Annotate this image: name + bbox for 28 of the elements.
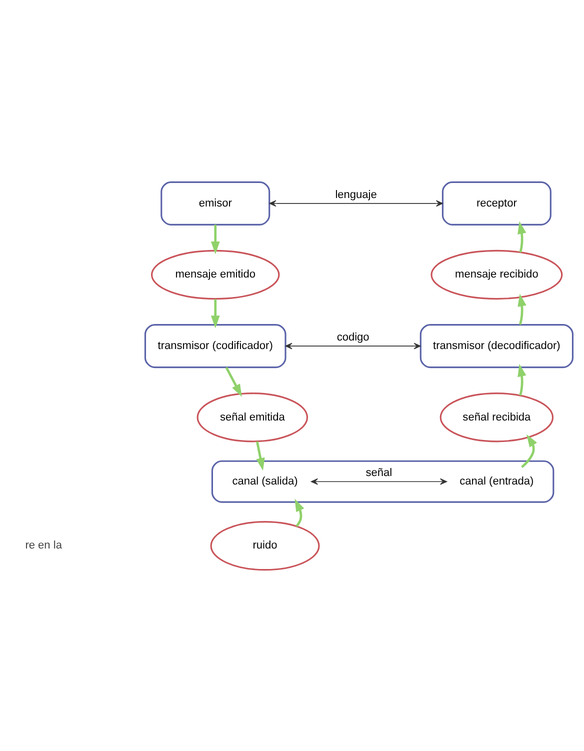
arrow — [285, 342, 421, 349]
node-box: transmisor (decodificador) — [420, 324, 574, 368]
node-ellipse: mensaje emitido — [150, 249, 280, 300]
arrow — [269, 200, 443, 206]
node-ellipse: mensaje recibido — [430, 249, 563, 300]
node-box: emisor — [160, 180, 270, 225]
node-ellipse: ruido — [210, 520, 320, 570]
arrow — [521, 434, 538, 468]
arrow — [310, 478, 448, 484]
arrow — [256, 440, 265, 470]
node-box: receptor — [442, 180, 552, 225]
node-box: transmisor (codificador) — [144, 324, 286, 368]
edge-label: lenguaje — [335, 188, 377, 201]
arrow — [518, 363, 526, 396]
cluster — [211, 460, 554, 502]
node-text: canal (salida) — [232, 475, 298, 488]
edge-label: codigo — [336, 331, 370, 344]
arrow — [225, 366, 242, 396]
arrow — [518, 293, 526, 324]
arrow — [518, 220, 526, 252]
arrow — [210, 298, 220, 328]
node-ellipse: señal recibida — [440, 392, 554, 442]
arrow — [210, 224, 220, 254]
node-text: canal (entrada) — [460, 475, 534, 488]
node-ellipse: señal emitida — [196, 392, 308, 442]
arrow — [294, 498, 304, 526]
label: re en la — [25, 539, 62, 552]
edge-label: señal — [366, 466, 392, 479]
